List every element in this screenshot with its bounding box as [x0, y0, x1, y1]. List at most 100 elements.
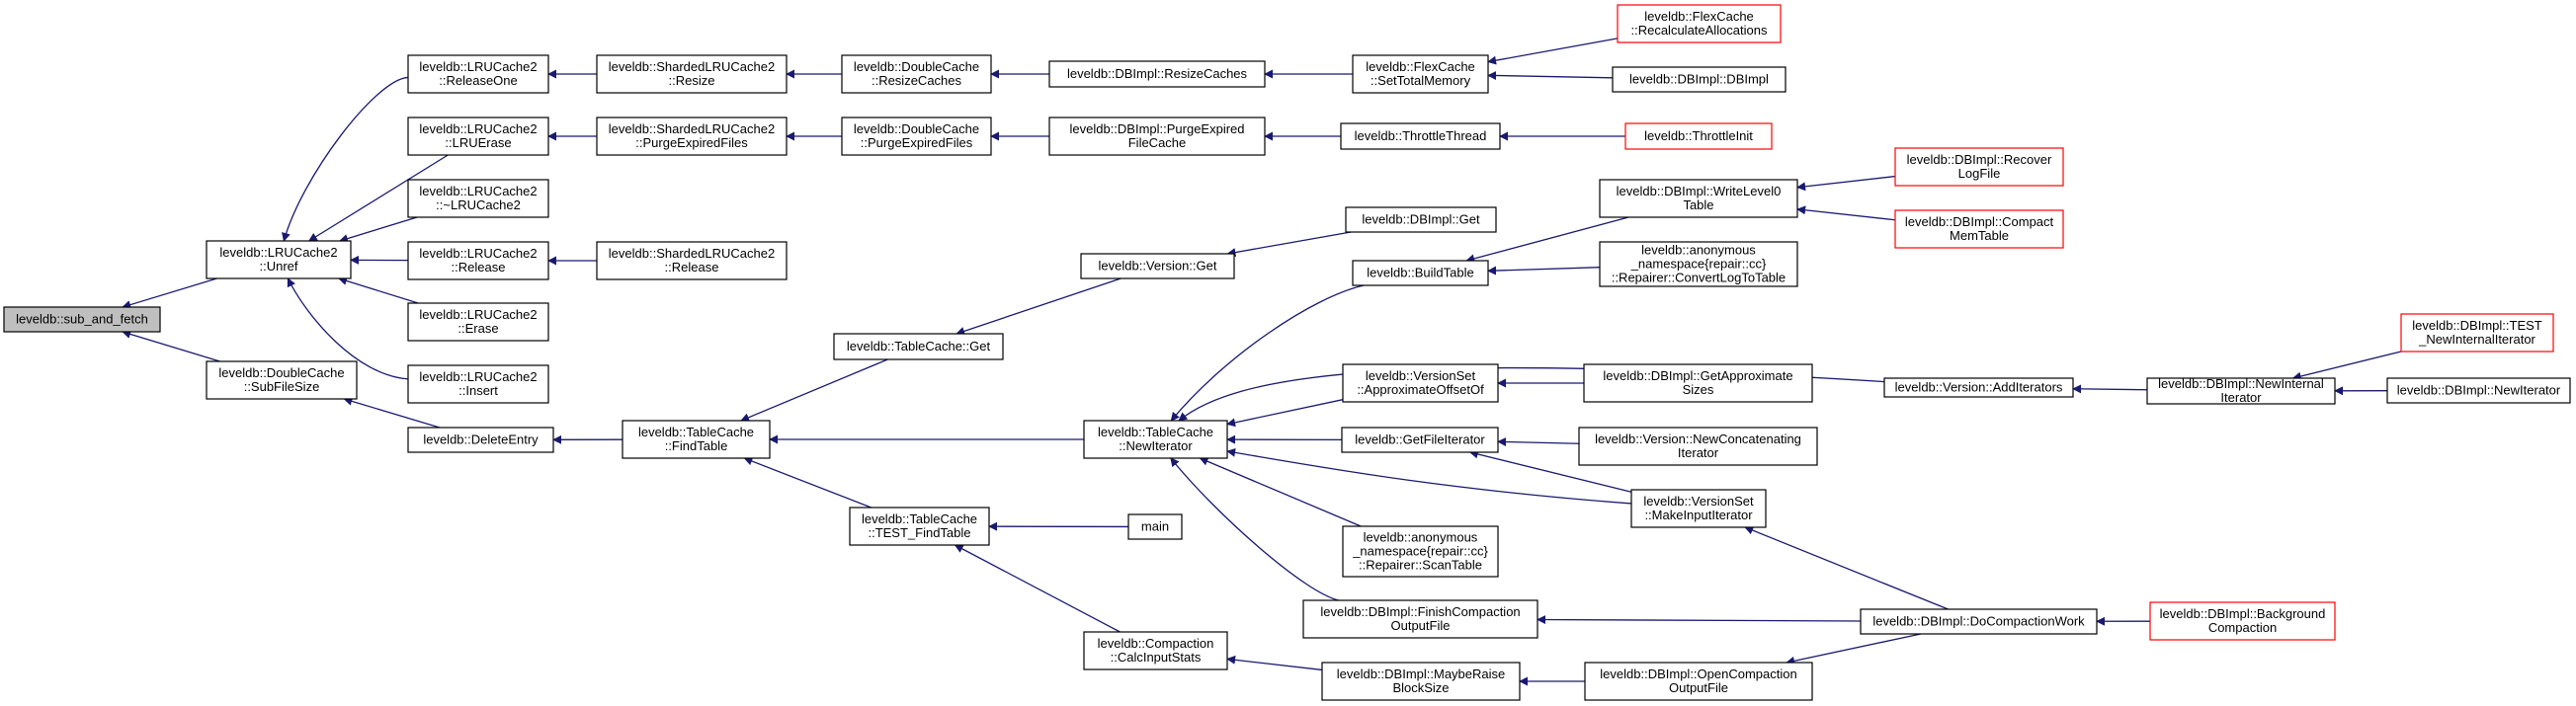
node-lruerase[interactable]: leveldb::LRUCache2::LRUErase: [407, 117, 549, 156]
edge-deleteentry-to-subfilesize: [343, 397, 441, 429]
node-box-sub_and_fetch: [3, 306, 161, 333]
node-label-line: leveldb::DBImpl::PurgeExpired: [1069, 121, 1244, 136]
node-newconcat[interactable]: leveldb::Version::NewConcatenatingIterat…: [1578, 427, 1818, 466]
node-scantable[interactable]: leveldb::anonymous_namespace{repair::cc}…: [1342, 525, 1499, 578]
node-label-line: leveldb::LRUCache2: [419, 246, 537, 261]
node-label-line: leveldb::DBImpl::DBImpl: [1629, 72, 1769, 87]
node-label-line: leveldb::Compaction: [1098, 636, 1214, 651]
node-label-line: leveldb::DBImpl::Recover: [1907, 152, 2052, 167]
node-throttleinit[interactable]: leveldb::ThrottleInit: [1624, 122, 1773, 150]
node-main[interactable]: main: [1127, 513, 1183, 540]
node-label-line: leveldb::DBImpl::NewIterator: [2397, 383, 2561, 398]
node-v_get[interactable]: leveldb::Version::Get: [1080, 253, 1235, 279]
edge-newconcat-to-getfileiter: [1497, 437, 1580, 447]
node-calcinput[interactable]: leveldb::Compaction::CalcInputStats: [1083, 631, 1228, 670]
node-tc_get[interactable]: leveldb::TableCache::Get: [833, 333, 1004, 360]
node-label-line: leveldb::DBImpl::TEST: [2412, 318, 2542, 333]
node-label-line: ::Repairer::ConvertLogToTable: [1612, 271, 1786, 285]
node-label-line: BlockSize: [1392, 680, 1449, 695]
node-db_resize[interactable]: leveldb::DBImpl::ResizeCaches: [1048, 60, 1266, 88]
node-newiter[interactable]: leveldb::TableCache::NewIterator: [1083, 420, 1228, 459]
node-box-recoverlog: [1894, 147, 2064, 187]
node-erase[interactable]: leveldb::LRUCache2::Erase: [407, 302, 549, 342]
node-box-s_release: [596, 241, 788, 280]
node-recalc[interactable]: leveldb::FlexCache::RecalculateAllocatio…: [1617, 4, 1782, 43]
node-label-line: LogFile: [1958, 166, 2001, 181]
node-label-line: leveldb::DoubleCache: [854, 59, 979, 74]
node-db_get[interactable]: leveldb::DBImpl::Get: [1345, 206, 1497, 233]
node-subfilesize[interactable]: leveldb::DoubleCache::SubFileSize: [206, 360, 358, 400]
node-convertlog[interactable]: leveldb::anonymous_namespace{repair::cc}…: [1599, 241, 1798, 287]
node-label-line: ::PurgeExpiredFiles: [861, 135, 973, 150]
node-dtor[interactable]: leveldb::LRUCache2::~LRUCache2: [407, 179, 549, 218]
node-test_findtable[interactable]: leveldb::TableCache::TEST_FindTable: [849, 507, 990, 546]
edge-maybeblock-to-calcinput: [1226, 655, 1323, 671]
node-label-line: leveldb::ShardedLRUCache2: [609, 121, 775, 136]
node-box-compactmem: [1894, 209, 2064, 249]
node-label-line: ::ReleaseOne: [439, 73, 518, 88]
node-label-line: ::FindTable: [665, 438, 728, 453]
node-releaseone[interactable]: leveldb::LRUCache2::ReleaseOne: [407, 54, 549, 94]
edge-buildtable-to-newiter: [1170, 284, 1365, 422]
node-newinternal[interactable]: leveldb::DBImpl::NewInternalIterator: [2146, 376, 2336, 405]
node-label-line: ::NewIterator: [1119, 438, 1193, 453]
node-newiterator[interactable]: leveldb::DBImpl::NewIterator: [2386, 377, 2571, 404]
node-approx[interactable]: leveldb::VersionSet::ApproximateOffsetOf: [1342, 363, 1499, 403]
node-label-line: leveldb::LRUCache2: [419, 307, 537, 322]
node-label-line: leveldb::GetFileIterator: [1355, 432, 1485, 447]
edge-approx-to-newiter: [1226, 399, 1344, 428]
edge-makeinput-to-newiter: [1226, 447, 1632, 505]
node-label-line: ::SubFileSize: [244, 379, 320, 394]
edge-tc_get-to-findtable: [740, 358, 888, 423]
node-s_resize[interactable]: leveldb::ShardedLRUCache2::Resize: [596, 54, 788, 94]
node-settotal[interactable]: leveldb::FlexCache::SetTotalMemory: [1352, 54, 1489, 94]
node-box-main: [1127, 513, 1183, 540]
node-box-approx: [1342, 363, 1499, 403]
node-getfileiter[interactable]: leveldb::GetFileIterator: [1341, 427, 1499, 453]
node-box-release: [407, 241, 549, 280]
node-label-line: leveldb::LRUCache2: [219, 245, 337, 260]
node-makeinput[interactable]: leveldb::VersionSet::MakeInputIterator: [1630, 489, 1767, 528]
edge-docompaction-to-makeinput: [1744, 525, 1949, 610]
edge-convertlog-to-buildtable: [1487, 266, 1601, 275]
node-dc_resize[interactable]: leveldb::DoubleCache::ResizeCaches: [841, 54, 992, 94]
node-box-maybeblock: [1321, 662, 1521, 701]
node-buildtable[interactable]: leveldb::BuildTable: [1352, 260, 1489, 286]
node-s_release[interactable]: leveldb::ShardedLRUCache2::Release: [596, 241, 788, 280]
node-release[interactable]: leveldb::LRUCache2::Release: [407, 241, 549, 280]
node-s_purge[interactable]: leveldb::ShardedLRUCache2::PurgeExpiredF…: [596, 117, 788, 156]
edge-compactmem-to-writelevel0: [1796, 205, 1896, 221]
node-box-makeinput: [1630, 489, 1767, 528]
node-box-dbimpl: [1612, 66, 1787, 93]
node-additer[interactable]: leveldb::Version::AddIterators: [1883, 377, 2074, 398]
node-box-convertlog: [1599, 241, 1798, 287]
node-unref[interactable]: leveldb::LRUCache2::Unref: [206, 240, 352, 279]
node-label-line: leveldb::Version::Get: [1099, 259, 1217, 274]
node-finishcomp[interactable]: leveldb::DBImpl::FinishCompactionOutputF…: [1302, 599, 1538, 639]
node-label-line: leveldb::VersionSet: [1366, 368, 1476, 383]
node-dc_purge[interactable]: leveldb::DoubleCache::PurgeExpiredFiles: [841, 117, 992, 156]
edge-erase-to-unref: [338, 276, 419, 304]
node-label-line: leveldb::sub_and_fetch: [16, 312, 148, 327]
node-sub_and_fetch[interactable]: leveldb::sub_and_fetch: [3, 306, 161, 333]
edge-dtor-to-unref: [339, 216, 418, 243]
node-label-line: leveldb::LRUCache2: [419, 184, 537, 198]
node-docompaction[interactable]: leveldb::DBImpl::DoCompactionWork: [1860, 608, 2098, 635]
node-deleteentry[interactable]: leveldb::DeleteEntry: [407, 427, 554, 453]
node-throttlethread[interactable]: leveldb::ThrottleThread: [1340, 122, 1501, 150]
node-test_newinternal[interactable]: leveldb::DBImpl::TEST_NewInternalIterato…: [2400, 313, 2554, 353]
node-dbimpl[interactable]: leveldb::DBImpl::DBImpl: [1612, 66, 1787, 93]
node-box-lruerase: [407, 117, 549, 156]
node-insert[interactable]: leveldb::LRUCache2::Insert: [407, 364, 549, 404]
node-findtable[interactable]: leveldb::TableCache::FindTable: [622, 420, 771, 459]
node-opencomp[interactable]: leveldb::DBImpl::OpenCompactionOutputFil…: [1584, 662, 1813, 701]
node-label-line: leveldb::LRUCache2: [419, 59, 537, 74]
edge-docompaction-to-finishcomp: [1537, 615, 1862, 625]
